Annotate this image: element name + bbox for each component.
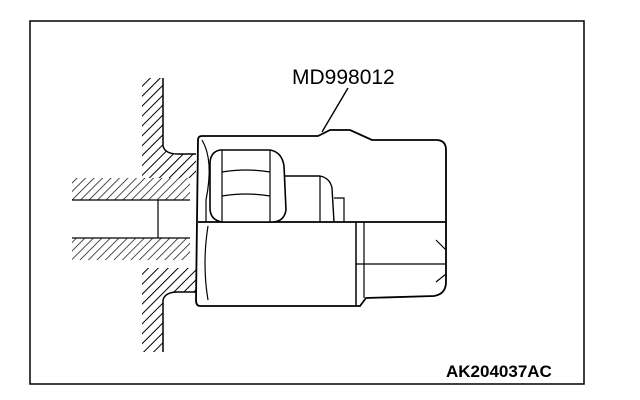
figure-code: AK204037AC: [446, 362, 552, 381]
callout-leader: [321, 87, 349, 133]
threaded-shaft: [72, 178, 190, 260]
housing-section: [142, 78, 196, 352]
tool-callout-label: MD998012: [292, 66, 395, 89]
figure-frame: [29, 20, 585, 385]
hex-nut: [209, 149, 345, 223]
